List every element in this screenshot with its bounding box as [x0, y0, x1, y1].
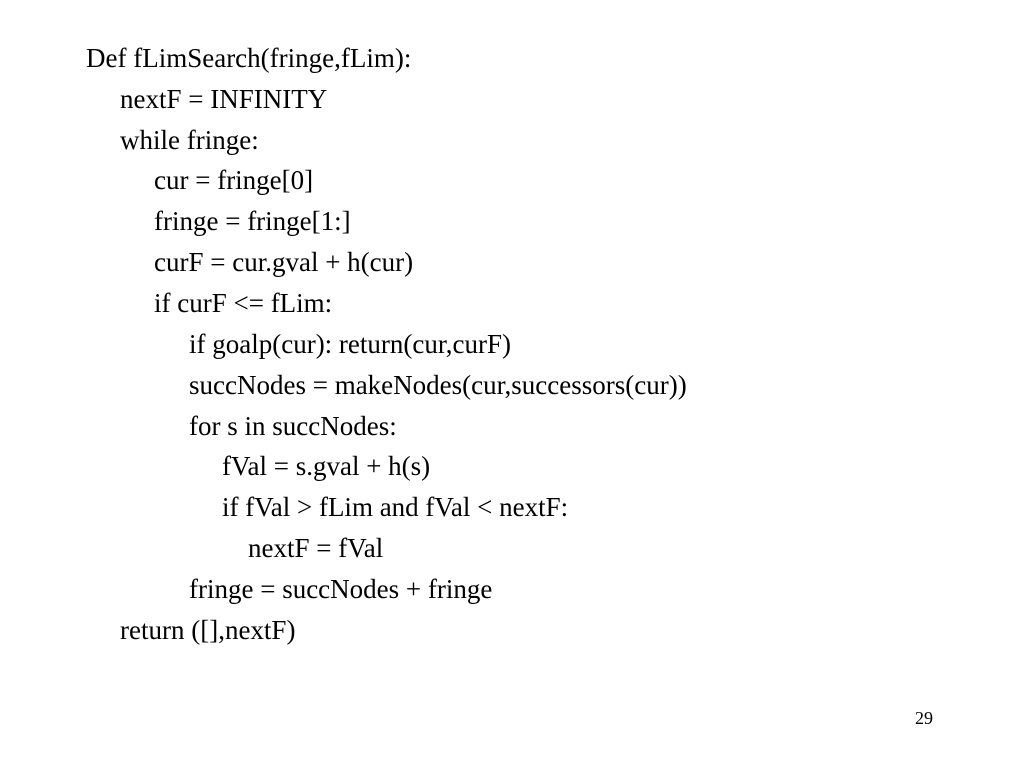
code-line-12: if fVal > fLim and fVal < nextF:	[222, 492, 569, 522]
code-line-7: if curF <= fLim:	[154, 288, 333, 318]
code-line-14: fringe = succNodes + fringe	[189, 574, 493, 604]
code-line-8: if goalp(cur): return(cur,curF)	[189, 329, 512, 359]
code-line-1: Def fLimSearch(fringe,fLim):	[86, 43, 412, 73]
code-line-4: cur = fringe[0]	[154, 165, 314, 195]
code-line-9: succNodes = makeNodes(cur,successors(cur…	[189, 370, 687, 400]
code-line-3: while fringe:	[120, 125, 259, 155]
code-line-2: nextF = INFINITY	[120, 84, 328, 114]
code-line-6: curF = cur.gval + h(cur)	[154, 247, 414, 277]
code-line-13: nextF = fVal	[248, 533, 384, 563]
code-line-10: for s in succNodes:	[189, 411, 397, 441]
code-line-11: fVal = s.gval + h(s)	[222, 451, 431, 481]
code-line-15: return ([],nextF)	[120, 615, 296, 645]
code-line-5: fringe = fringe[1:]	[154, 206, 351, 236]
page-number: 29	[915, 708, 933, 728]
code-block: Def fLimSearch(fringe,fLim): nextF = INF…	[86, 43, 687, 645]
